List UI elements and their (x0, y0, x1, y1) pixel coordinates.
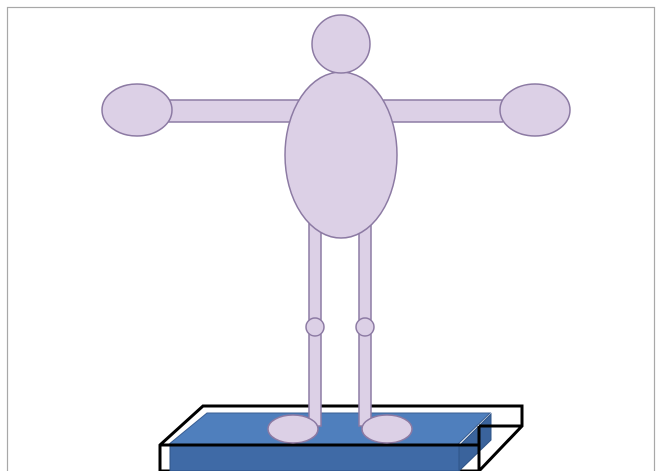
head (312, 15, 370, 73)
right-knee (356, 318, 374, 336)
right-foot (362, 415, 412, 443)
right-lower-leg (359, 334, 371, 426)
left-foot (268, 415, 318, 443)
left-hand (102, 84, 172, 136)
left-lower-leg (309, 334, 321, 426)
right-arm (382, 100, 504, 122)
left-arm (165, 100, 301, 122)
platform-top-surface (168, 413, 490, 445)
left-knee (306, 318, 324, 336)
platform (160, 406, 522, 471)
platform-front-side (170, 446, 459, 471)
figure (102, 15, 570, 443)
right-hand (500, 84, 570, 136)
torso (285, 72, 397, 238)
